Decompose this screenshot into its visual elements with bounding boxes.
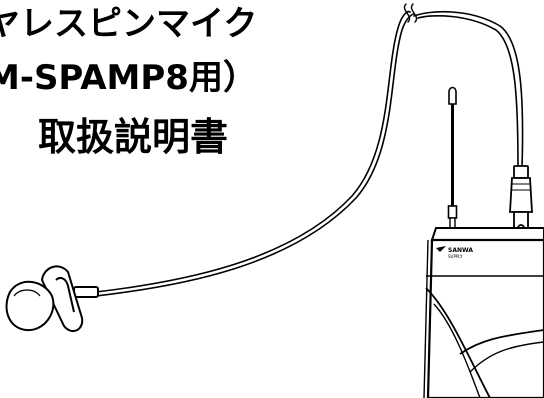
microphone-cable <box>95 3 524 297</box>
title-line-3: 取扱説明書 <box>38 115 229 159</box>
title-line-1: ヤレスピンマイク <box>0 4 258 44</box>
antenna-icon <box>447 86 458 229</box>
title-line-2: M-SPAMP8用） <box>0 58 257 98</box>
svg-text:SUPPLY: SUPPLY <box>448 254 463 259</box>
transmitter-body-icon <box>423 227 544 398</box>
brand-logo: SANWA SUPPLY <box>436 246 473 259</box>
lapel-microphone-icon <box>5 265 99 333</box>
svg-text:SANWA: SANWA <box>448 247 473 254</box>
connector-plug <box>509 165 533 232</box>
